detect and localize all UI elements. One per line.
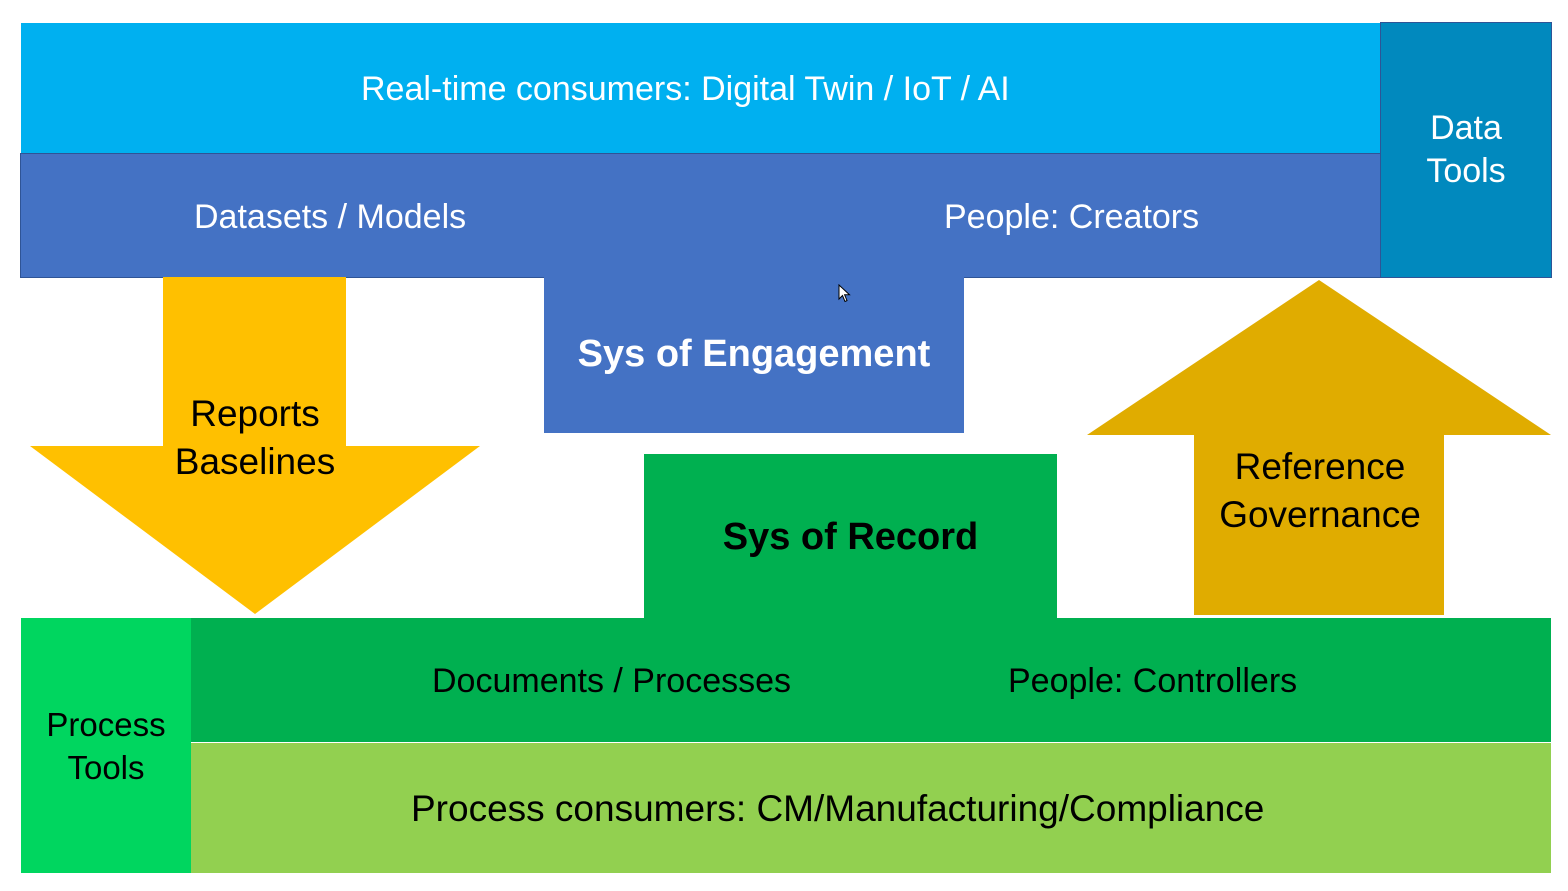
sys-of-engagement-label: Sys of Engagement [577, 333, 931, 375]
people-creators-label: People: Creators [944, 198, 1200, 236]
sys-of-engagement-box: Sys of Engagement [544, 276, 964, 433]
reports-baselines-text: Reports Baselines [130, 388, 380, 488]
documents-controllers-band: Documents / Processes People: Controller… [190, 618, 1551, 742]
governance-label: Governance [1219, 494, 1421, 535]
data-tools-box: Data Tools [1380, 22, 1552, 278]
reports-label: Reports [190, 393, 320, 434]
process-consumers-label: Process consumers: CM/Manufacturing/Comp… [411, 788, 1265, 829]
process-tools-box: Process Tools [21, 618, 191, 873]
documents-processes-label: Documents / Processes [432, 662, 792, 700]
people-controllers-label: People: Controllers [1008, 662, 1298, 700]
reference-label: Reference [1234, 446, 1406, 487]
realtime-consumers-band: Real-time consumers: Digital Twin / IoT … [21, 23, 1381, 154]
process-tools-label-line1: Process [46, 705, 166, 743]
process-tools-label-line2: Tools [67, 748, 145, 786]
realtime-consumers-label: Real-time consumers: Digital Twin / IoT … [361, 70, 1010, 108]
data-tools-label-line1: Data [1430, 109, 1502, 147]
datasets-models-label: Datasets / Models [194, 198, 467, 236]
process-consumers-band: Process consumers: CM/Manufacturing/Comp… [190, 743, 1551, 873]
datasets-creators-band: Datasets / Models People: Creators [20, 153, 1382, 278]
sys-of-record-label: Sys of Record [722, 515, 979, 558]
mouse-cursor-icon [838, 284, 851, 303]
up-arrow-shape [1087, 280, 1551, 615]
data-tools-label-line2: Tools [1426, 152, 1506, 190]
baselines-label: Baselines [174, 441, 336, 482]
reference-governance-text: Reference Governance [1180, 441, 1460, 541]
down-arrow-shape [30, 277, 480, 614]
sys-of-record-box: Sys of Record [644, 454, 1057, 620]
